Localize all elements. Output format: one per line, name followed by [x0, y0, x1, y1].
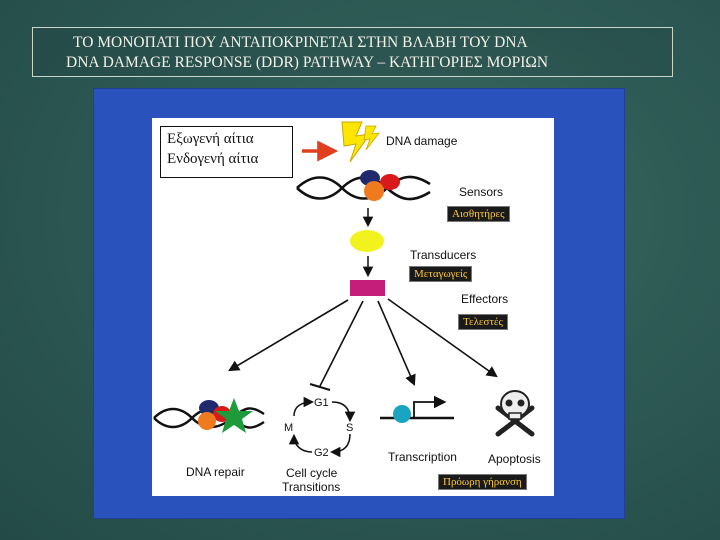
title-english: DNA DAMAGE RESPONSE (DDR) PATHWAY – ΚΑΤΗ…	[66, 54, 549, 71]
phase-m-label: M	[284, 422, 293, 434]
sensor-orange-protein	[364, 181, 384, 201]
greek-effectors-label: Τελεστές	[458, 314, 508, 330]
transitions-label: Transitions	[282, 480, 340, 494]
lightning-bolt-icon	[341, 121, 372, 163]
inhibitor-bar	[309, 383, 331, 391]
repair-orange-protein	[198, 412, 216, 430]
apoptosis-label: Apoptosis	[488, 452, 541, 466]
exogenous-causes-label: Εξωγενή αίτια	[167, 131, 254, 147]
effector-protein	[350, 280, 385, 296]
title-box: ΤΟ ΜΟΝΟΠΑΤΙ ΠΟΥ ΑΝΤΑΠΟΚΡΙΝΕΤΑΙ ΣΤΗΝ ΒΛΑΒ…	[32, 27, 673, 77]
greek-aging-label: Πρόωρη γήρανση	[438, 474, 527, 490]
cell-cycle-loop	[288, 396, 356, 458]
greek-transducers-label: Μεταγωγείς	[409, 266, 473, 282]
arrow-to-apoptosis	[387, 298, 498, 378]
phase-g1-label: G1	[314, 397, 329, 409]
lightning-bolt-small-icon	[363, 125, 380, 151]
title-greek: ΤΟ ΜΟΝΟΠΑΤΙ ΠΟΥ ΑΝΤΑΠΟΚΡΙΝΕΤΑΙ ΣΤΗΝ ΒΛΑΒ…	[73, 34, 528, 51]
transcription-label: Transcription	[388, 450, 457, 464]
arrow-to-dna-repair	[228, 299, 349, 372]
greek-sensors-label: Αισθητήρες	[447, 206, 510, 222]
skull-crossbones-icon	[495, 390, 535, 437]
arrow-to-transcription	[377, 300, 416, 387]
phase-g2-label: G2	[314, 447, 329, 459]
dna-repair-label: DNA repair	[186, 465, 245, 479]
effectors-label: Effectors	[461, 292, 508, 306]
sensor-red-protein	[380, 174, 400, 190]
transcription-start-arrow	[413, 395, 447, 418]
causes-box: Εξωγενή αίτια Ενδογενή αίτια	[160, 126, 293, 178]
transcription-teal-protein	[393, 405, 411, 423]
sensors-label: Sensors	[459, 185, 503, 199]
transducers-label: Transducers	[410, 248, 476, 262]
endogenous-causes-label: Ενδογενή αίτια	[167, 151, 259, 167]
transducer-protein	[350, 230, 384, 252]
dna-damage-label: DNA damage	[386, 134, 458, 148]
repair-green-star-protein	[215, 398, 253, 433]
inhibitor-to-cell-cycle	[319, 300, 364, 387]
ddr-figure: DNA damage Sensors Transducers Effectors	[152, 118, 554, 496]
ddr-diagram-svg: DNA damage Sensors Transducers Effectors	[153, 121, 541, 494]
phase-s-label: S	[346, 422, 353, 434]
cell-cycle-label: Cell cycle	[286, 466, 338, 480]
